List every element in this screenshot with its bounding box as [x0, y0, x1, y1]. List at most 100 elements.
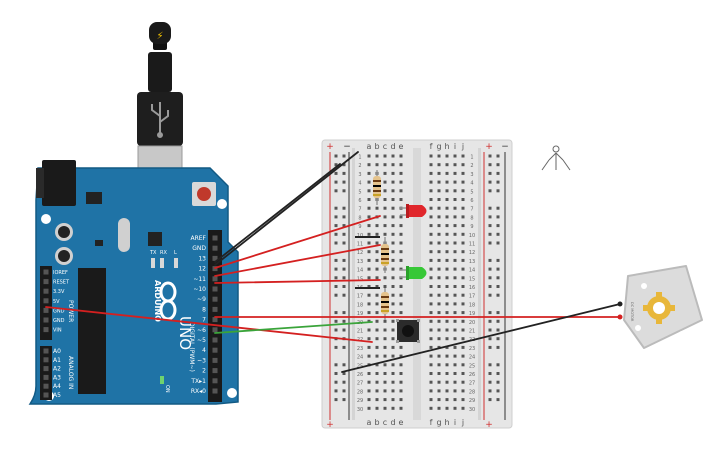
rail-hole[interactable]: [496, 154, 500, 158]
breadboard-hole[interactable]: [367, 293, 371, 297]
reset-button[interactable]: [197, 187, 211, 201]
breadboard-hole[interactable]: [399, 398, 403, 402]
power-pin-socket[interactable]: [43, 298, 49, 304]
breadboard-hole[interactable]: [375, 206, 379, 210]
breadboard-hole[interactable]: [461, 171, 465, 175]
breadboard-hole[interactable]: [453, 302, 457, 306]
breadboard-hole[interactable]: [445, 215, 449, 219]
rail-hole[interactable]: [342, 398, 346, 402]
rail-hole[interactable]: [488, 154, 492, 158]
breadboard-hole[interactable]: [391, 372, 395, 375]
rail-hole[interactable]: [488, 372, 492, 375]
breadboard-hole[interactable]: [445, 276, 449, 280]
breadboard-hole[interactable]: [453, 258, 457, 262]
digital-pin-socket[interactable]: [212, 276, 218, 282]
breadboard-hole[interactable]: [367, 285, 371, 288]
breadboard-hole[interactable]: [429, 198, 433, 201]
digital-pin-socket[interactable]: [212, 306, 218, 312]
rail-hole[interactable]: [496, 224, 500, 228]
breadboard-hole[interactable]: [391, 198, 395, 201]
breadboard-hole[interactable]: [429, 293, 433, 297]
breadboard-hole[interactable]: [391, 232, 395, 236]
breadboard-hole[interactable]: [461, 285, 465, 288]
breadboard-hole[interactable]: [367, 345, 371, 349]
rail-hole[interactable]: [496, 267, 500, 271]
rail-hole[interactable]: [496, 189, 500, 193]
breadboard-hole[interactable]: [399, 380, 403, 384]
breadboard-hole[interactable]: [453, 389, 457, 393]
breadboard-hole[interactable]: [375, 293, 379, 297]
breadboard-hole[interactable]: [453, 354, 457, 358]
rail-hole[interactable]: [488, 319, 492, 323]
rail-hole[interactable]: [334, 389, 338, 393]
breadboard-hole[interactable]: [429, 163, 433, 167]
breadboard-hole[interactable]: [437, 363, 441, 367]
breadboard-hole[interactable]: [367, 215, 371, 219]
breadboard-hole[interactable]: [367, 319, 371, 323]
breadboard-hole[interactable]: [445, 180, 449, 184]
rail-hole[interactable]: [496, 163, 500, 167]
breadboard-hole[interactable]: [383, 380, 387, 384]
rail-hole[interactable]: [496, 380, 500, 384]
rail-hole[interactable]: [496, 258, 500, 262]
breadboard-hole[interactable]: [437, 154, 441, 158]
breadboard-hole[interactable]: [445, 293, 449, 297]
breadboard-hole[interactable]: [437, 198, 441, 201]
rail-hole[interactable]: [334, 163, 338, 167]
breadboard-hole[interactable]: [391, 354, 395, 358]
rail-hole[interactable]: [342, 285, 346, 288]
breadboard-hole[interactable]: [445, 258, 449, 262]
breadboard-hole[interactable]: [399, 224, 403, 228]
breadboard-hole[interactable]: [375, 406, 379, 410]
breadboard-hole[interactable]: [399, 302, 403, 306]
breadboard-hole[interactable]: [453, 285, 457, 288]
rail-hole[interactable]: [488, 285, 492, 288]
breadboard-hole[interactable]: [461, 163, 465, 167]
breadboard-hole[interactable]: [453, 372, 457, 375]
breadboard-hole[interactable]: [399, 171, 403, 175]
resistor-2[interactable]: [381, 237, 389, 273]
breadboard-hole[interactable]: [391, 345, 395, 349]
breadboard-hole[interactable]: [429, 258, 433, 262]
breadboard-hole[interactable]: [429, 337, 433, 341]
breadboard-hole[interactable]: [375, 380, 379, 384]
breadboard-hole[interactable]: [429, 363, 433, 367]
breadboard-hole[interactable]: [453, 241, 457, 245]
breadboard-hole[interactable]: [453, 171, 457, 175]
digital-pin-socket[interactable]: [212, 245, 218, 251]
breadboard-hole[interactable]: [429, 171, 433, 175]
rail-hole[interactable]: [334, 258, 338, 262]
rail-hole[interactable]: [342, 319, 346, 323]
rail-hole[interactable]: [488, 363, 492, 367]
breadboard-hole[interactable]: [461, 206, 465, 210]
breadboard-hole[interactable]: [437, 258, 441, 262]
breadboard-hole[interactable]: [445, 345, 449, 349]
breadboard-hole[interactable]: [375, 398, 379, 402]
digital-pin-socket[interactable]: [212, 327, 218, 333]
rail-hole[interactable]: [342, 311, 346, 315]
rail-hole[interactable]: [342, 267, 346, 271]
breadboard-hole[interactable]: [461, 372, 465, 375]
breadboard-hole[interactable]: [383, 372, 387, 375]
breadboard-hole[interactable]: [391, 389, 395, 393]
breadboard-hole[interactable]: [383, 163, 387, 167]
breadboard-hole[interactable]: [453, 398, 457, 402]
breadboard-hole[interactable]: [383, 198, 387, 201]
ir-receiver-icon[interactable]: [541, 145, 571, 171]
breadboard-hole[interactable]: [461, 258, 465, 262]
breadboard-hole[interactable]: [375, 241, 379, 245]
breadboard-hole[interactable]: [391, 180, 395, 184]
breadboard-hole[interactable]: [453, 328, 457, 332]
rail-hole[interactable]: [342, 363, 346, 367]
rail-hole[interactable]: [342, 293, 346, 297]
breadboard-hole[interactable]: [399, 345, 403, 349]
wire-red-pin11[interactable]: [214, 279, 381, 284]
breadboard-hole[interactable]: [367, 389, 371, 393]
rail-hole[interactable]: [496, 232, 500, 236]
breadboard-hole[interactable]: [445, 206, 449, 210]
breadboard-hole[interactable]: [437, 372, 441, 375]
breadboard-hole[interactable]: [391, 171, 395, 175]
breadboard-hole[interactable]: [383, 363, 387, 367]
breadboard-hole[interactable]: [461, 337, 465, 341]
breadboard-hole[interactable]: [429, 215, 433, 219]
